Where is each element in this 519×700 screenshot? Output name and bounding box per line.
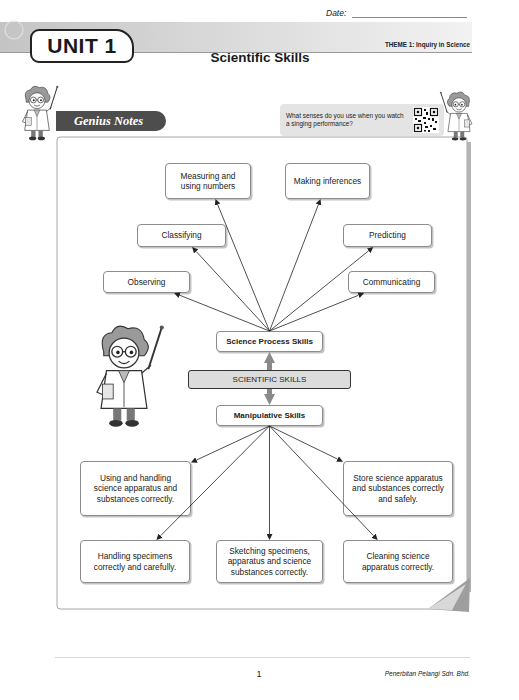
block-arrow (267, 363, 272, 370)
skill-box: Making inferences (285, 163, 370, 199)
connector-arrow (196, 426, 269, 460)
skill-box: Predicting (343, 224, 432, 247)
skill-box: Sketching specimens, apparatus and scien… (216, 540, 323, 583)
frame-shadow (467, 142, 471, 592)
node-text: Sketching specimens, apparatus and scien… (223, 546, 316, 576)
theme-label: THEME 1: Inquiry in Science (330, 41, 470, 48)
skill-box: Store science apparatus and substances c… (343, 461, 453, 516)
node-text: Handling specimens correctly and careful… (87, 551, 183, 571)
header-decor (5, 21, 23, 39)
date-label: Date: (326, 8, 356, 18)
unit-badge: UNIT 1 (30, 29, 134, 63)
node-text: Using and handling science apparatus and… (87, 473, 184, 503)
connector-arrow (270, 205, 319, 331)
node-text: Cleaning science apparatus correctly. (350, 551, 446, 571)
section-banner: Genius Notes (56, 111, 166, 131)
skill-box: Handling specimens correctly and careful… (80, 540, 190, 583)
scientist-cartoon (440, 92, 472, 141)
connector-group (161, 205, 374, 536)
connector-arrow (180, 295, 270, 331)
category-box: Manipulative Skills (216, 405, 323, 426)
node-text: Making inferences (294, 176, 361, 186)
node-text: Observing (128, 277, 166, 287)
notes-frame (57, 137, 467, 609)
node-text: Store science apparatus and substances c… (350, 473, 446, 503)
node-text: Science Process Skills (226, 337, 313, 347)
skill-box: Cleaning science apparatus correctly. (343, 540, 453, 583)
connector-arrow (218, 205, 270, 331)
scientist-cartoon (23, 86, 59, 140)
node-text: What senses do you use when you watch a … (286, 112, 406, 129)
node-text: Communicating (363, 277, 421, 287)
central-box: SCIENTIFIC SKILLS (188, 370, 351, 389)
skill-box: Classifying (137, 224, 226, 247)
skill-box: Using and handling science apparatus and… (80, 461, 191, 516)
skill-box: Measuring and using numbers (165, 163, 251, 199)
node-text: Manipulative Skills (234, 411, 306, 421)
page-number: 1 (249, 669, 269, 679)
publisher-note: Penerbitan Pelangi Sdn. Bhd. (330, 670, 470, 677)
scientist-cartoon (440, 92, 472, 141)
node-text: Predicting (369, 230, 406, 240)
block-arrow (267, 389, 272, 394)
footer-rule (55, 657, 470, 658)
node-text: Measuring and using numbers (172, 171, 244, 191)
page-curl (428, 578, 470, 612)
connector-arrow (269, 426, 270, 534)
connector-arrow (270, 295, 359, 331)
node-text: UNIT 1 (47, 34, 117, 58)
date-line (352, 17, 467, 18)
connector-arrow (196, 251, 269, 331)
page-title: Scientific Skills (160, 50, 360, 65)
header-decor (150, 24, 162, 48)
node-text: Classifying (161, 230, 201, 240)
page-curl (428, 584, 466, 610)
connector-arrow (270, 426, 338, 459)
scientist-cartoon (97, 325, 164, 426)
node-text: Genius Notes (74, 114, 143, 129)
skill-box: Communicating (348, 271, 435, 293)
category-box: Science Process Skills (216, 331, 323, 352)
question-callout: What senses do you use when you watch a … (280, 104, 444, 136)
skill-box: Observing (103, 271, 190, 293)
node-text: SCIENTIFIC SKILLS (233, 375, 307, 385)
